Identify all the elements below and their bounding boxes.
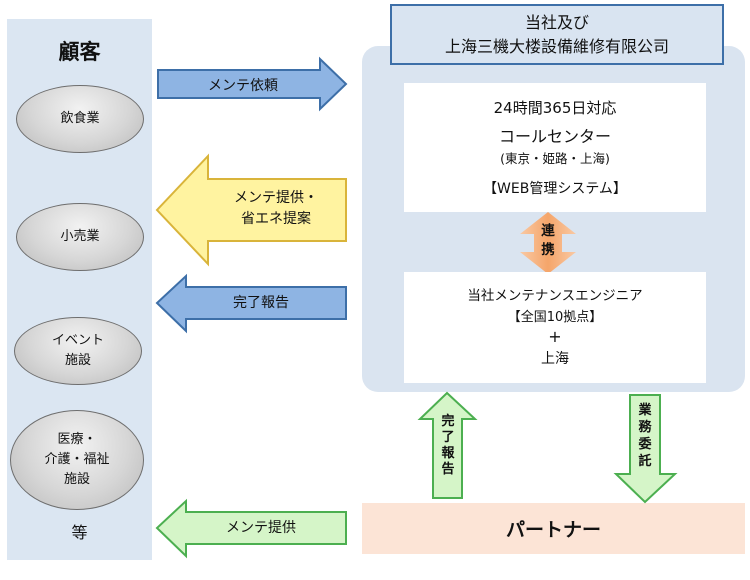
partner-report-label: 完 了 報 告 [441,414,455,477]
segment-label: 小売業 [60,229,100,244]
proposal-arrow [155,153,347,267]
call-center-hours: 24時間365日対応 [493,99,617,117]
company-header: 当社及び 上海三機大楼設備維修有限公司 [390,4,724,65]
request-arrow [157,56,348,112]
engineers-shanghai: 上海 [541,351,569,367]
partner-service-arrow [155,498,347,559]
customer-segment-restaurant: 飲食業 [16,85,144,153]
call-center-title: コールセンター [498,127,611,146]
customer-segment-event-facility: イベント 施設 [14,317,142,385]
call-center-locations: (東京・姫路・上海) [500,151,610,166]
link-label: 連 携 [541,223,555,258]
partner-report-arrow [417,391,478,499]
partner-box: パートナー [362,503,745,554]
web-management-system: 【WEB管理システム】 [483,181,627,197]
segment-label: 施設 [64,353,91,368]
segment-label: 施設 [63,472,90,487]
customer-segment-medical-care: 医療・ 介護・福祉 施設 [10,410,144,510]
segment-label: イベント [51,333,104,348]
report-arrow [155,273,347,334]
outsourcing-arrow [613,394,678,504]
segment-label: 介護・福祉 [44,452,110,467]
segment-label: 飲食業 [60,111,100,126]
link-double-arrow [520,212,576,274]
partner-service-label: メンテ提供 [226,520,296,536]
call-center-box: 24時間365日対応 コールセンター (東京・姫路・上海) 【WEB管理システム… [404,83,706,212]
proposal-label: メンテ提供・ 省エネ提案 [234,190,318,227]
outsourcing-label: 業 務 委 託 [638,403,652,469]
company-header-line2: 上海三機大楼設備維修有限公司 [444,36,669,56]
company-header-line1: 当社及び [524,12,589,32]
engineers-title: 当社メンテナンスエンジニア [467,288,643,304]
customer-segment-retail: 小売業 [16,203,144,271]
engineers-bases: 【全国10拠点】 [507,310,603,325]
segment-label: 医療・ [57,432,97,447]
engineers-box: 当社メンテナンスエンジニア 【全国10拠点】 + 上海 [404,272,706,383]
report-label: 完了報告 [233,295,289,311]
customer-etc: 等 [71,523,88,542]
request-label: メンテ依頼 [208,78,278,94]
engineers-plus: + [548,327,562,346]
customer-title: 顧客 [58,40,101,64]
